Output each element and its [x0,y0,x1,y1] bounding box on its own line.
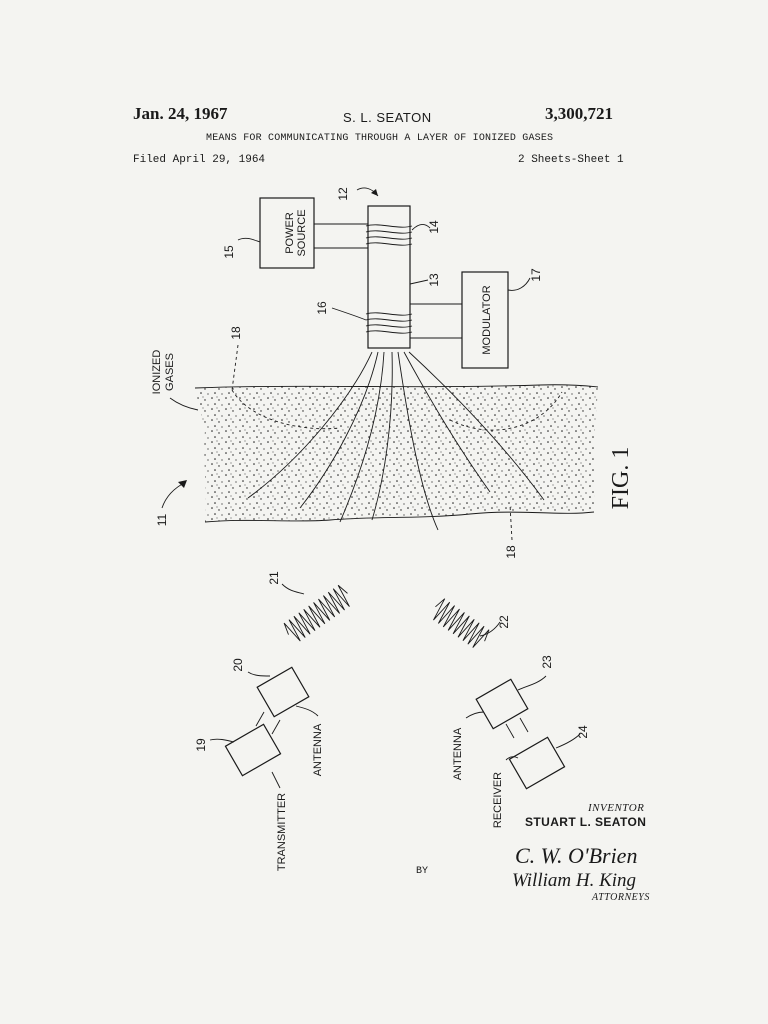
field-lines [247,351,545,531]
antenna-box-20 [256,666,310,718]
leader-18-top [231,344,239,391]
ref-24: 24 [576,725,590,739]
ref-21: 21 [267,571,281,585]
figure-label: FIG. 1 [608,447,634,510]
modulator-label: MODULATOR [481,285,493,354]
power-source-box [259,197,315,269]
ref-23: 23 [540,655,554,669]
leader-receiver [505,756,519,761]
attorney-signature-2: William H. King [512,870,637,891]
ref-17: 17 [529,268,543,282]
leader-20 [247,671,271,677]
ionized-gas-layer [195,384,598,522]
ref-22: 22 [497,615,511,629]
patent-title: MEANS FOR COMMUNICATING THROUGH A LAYER … [206,133,554,144]
modulator-box [461,271,509,369]
antenna-rx-label: ANTENNA [452,727,464,780]
leader-antenna-tx [295,705,319,717]
wave-packet-22 [433,598,490,648]
leader-22 [479,621,501,637]
transmitter-box-19 [224,723,282,777]
leader-13 [409,279,429,285]
leader-21 [281,583,305,595]
core-rod [367,205,411,349]
inventor-name: STUART L. SEATON [525,815,647,829]
power-source-label-2: SOURCE [296,209,308,256]
ref-11: 11 [155,513,169,526]
ref-20: 20 [231,658,245,672]
filed-date: Filed April 29, 1964 [133,154,266,166]
ref-19: 19 [194,738,208,752]
patent-number: 3,300,721 [545,104,613,123]
tx-link-a [255,711,265,727]
coil-14 [365,224,413,246]
leader-14 [411,223,431,231]
ionized-leader [169,397,199,411]
sheet-count: 2 Sheets-Sheet 1 [518,154,624,166]
inventor-label: INVENTOR [588,802,645,814]
wave-packet-21 [283,584,350,642]
leader-16 [331,307,367,321]
header-inventor: S. L. SEATON [343,110,432,125]
arrow-12-head [371,189,378,196]
ref-15: 15 [222,245,236,259]
receiver-label: RECEIVER [492,772,504,828]
coil-16 [365,312,413,334]
equipotential-curve-right [449,391,563,431]
leader-24 [555,733,581,749]
ionized-label-2: GASES [164,353,176,391]
rx-link-a [505,723,515,739]
ref-12: 12 [336,187,350,201]
leader-19 [209,738,235,743]
power-source-label-1: POWER [284,212,296,254]
leader-antenna-rx [465,711,485,719]
leader-17 [507,277,531,291]
leader-15 [237,237,261,243]
antenna-box-23 [475,678,529,730]
ref-14: 14 [427,220,441,234]
leader-23 [517,675,547,691]
ref-16: 16 [315,301,329,315]
ionized-label-1: IONIZED [151,350,163,395]
attorneys-label: ATTORNEYS [592,892,650,903]
rx-link-b [519,717,529,733]
gas-layer-top-edge [194,384,599,389]
ref-18-lower: 18 [504,545,518,559]
attorney-signature-1: C. W. O'Brien [515,843,638,868]
antenna-tx-label: ANTENNA [312,723,324,776]
gas-layer-bottom-edge [204,511,595,523]
tx-link-b [271,719,281,735]
equipotential-curve-left [231,389,341,430]
by-label: BY [416,866,429,877]
transmitter-label: TRANSMITTER [276,793,288,871]
receiver-box-24 [508,736,566,790]
leader-transmitter [271,771,281,789]
ref-18-upper: 18 [229,326,243,340]
patent-date: Jan. 24, 1967 [133,104,228,123]
arrow-11-head [178,480,187,488]
ref-13: 13 [427,273,441,287]
